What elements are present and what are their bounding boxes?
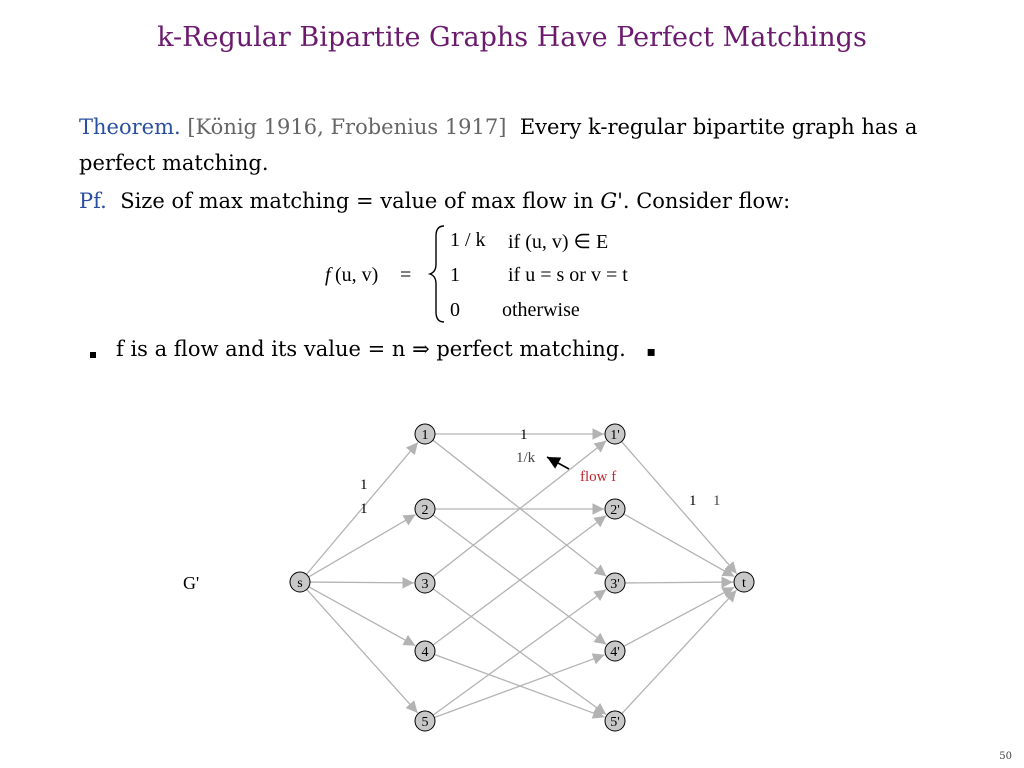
edge-5-4p (434, 653, 605, 719)
node-left-4: 4 (414, 640, 436, 662)
theorem-line-1: Theorem. [König 1916, Frobenius 1917] Ev… (79, 115, 917, 139)
edge-1p-t (621, 441, 738, 575)
page-number: 50 (999, 751, 1012, 762)
node-source-label: s (297, 576, 302, 591)
bullet-marker (90, 352, 96, 358)
node-right-4: 4' (604, 640, 626, 662)
source-edge-flow-label: 1 (360, 501, 368, 517)
graph-nodes: s t 1 2 3 4 5 1' 2' 3' 4' 5' (289, 423, 755, 732)
node-left-5: 5 (414, 710, 436, 732)
edge-s-2 (308, 513, 416, 578)
flow-annotation: flow f (580, 469, 616, 485)
formula-case-2-value: 1 (450, 264, 460, 286)
node-left-4-label: 4 (422, 645, 429, 660)
node-left-2-label: 2 (422, 503, 429, 518)
node-left-1: 1 (414, 423, 436, 445)
graph-label: G' (183, 573, 199, 593)
node-right-5-label: 5' (610, 715, 620, 730)
edge-5p-t (621, 589, 737, 715)
node-right-3: 3' (604, 572, 626, 594)
proof-label: Pf. (79, 189, 107, 213)
edge-3-1p (432, 440, 607, 578)
node-left-3: 3 (414, 572, 436, 594)
node-left-5-label: 5 (422, 715, 429, 730)
formula-brace (428, 225, 445, 323)
middle-edge-capacity-label: 1 (520, 427, 528, 443)
node-right-1-label: 1' (610, 428, 620, 443)
node-left-2: 2 (414, 498, 436, 520)
proof-text-after: . Consider flow: (622, 189, 791, 213)
edge-5-3p (432, 588, 607, 716)
proof-line: Pf. Size of max matching = value of max … (79, 189, 790, 213)
graph-edges (305, 428, 738, 719)
edge-s-1 (305, 441, 419, 575)
formula-case-1-value: 1 / k (450, 229, 486, 251)
node-right-1: 1' (604, 423, 626, 445)
edge-s-4 (308, 586, 416, 647)
theorem-citation: [König 1916, Frobenius 1917] (187, 115, 507, 139)
node-left-1-label: 1 (422, 428, 429, 443)
proof-graph-name: G' (600, 189, 623, 213)
bullet-text: f is a flow and its value = n ⇒ perfect … (116, 337, 626, 361)
node-sink-label: t (742, 576, 746, 591)
sink-edge-flow-label: 1 (713, 493, 721, 509)
annotation-arrow (546, 456, 570, 470)
source-edge-capacity-label: 1 (360, 477, 368, 493)
formula-lhs-args: (u, v) (335, 264, 379, 286)
edge-s-5 (306, 589, 419, 714)
theorem-text-1: Every k-regular bipartite graph has a (519, 115, 918, 139)
formula-equals: = (400, 264, 412, 286)
formula-lhs-f: f (325, 264, 331, 286)
edge-2p-t (623, 513, 735, 578)
node-right-4-label: 4' (610, 645, 620, 660)
formula-case-2-cond: if u = s or v = t (508, 264, 628, 286)
sink-edge-capacity-label: 1 (689, 493, 697, 509)
node-source: s (289, 571, 311, 593)
edge-s-3 (309, 576, 415, 589)
edge-4p-t (623, 586, 735, 647)
proof-text-before: Size of max matching = value of max flow… (120, 189, 594, 213)
qed-mark: ▪ (646, 344, 657, 360)
middle-edge-flow-label: 1/k (516, 450, 536, 466)
edge-4-2p (432, 515, 607, 646)
node-right-3-label: 3' (610, 577, 620, 592)
node-left-3-label: 3 (422, 577, 429, 592)
theorem-line-2: perfect matching. (79, 151, 269, 175)
formula-case-1-cond: if (u, v) ∈ E (508, 231, 609, 253)
formula-case-3-value: 0 (450, 299, 460, 321)
node-right-2: 2' (604, 498, 626, 520)
bullet-line: f is a flow and its value = n ⇒ perfect … (116, 337, 656, 361)
theorem-text-2: perfect matching. (79, 151, 269, 175)
edge-3p-t (624, 576, 734, 589)
formula-case-3-cond: otherwise (502, 299, 580, 321)
node-right-5: 5' (604, 710, 626, 732)
node-sink: t (733, 571, 755, 593)
node-right-2-label: 2' (610, 503, 620, 518)
slide-title: k-Regular Bipartite Graphs Have Perfect … (157, 22, 867, 53)
theorem-label: Theorem. (79, 115, 181, 139)
